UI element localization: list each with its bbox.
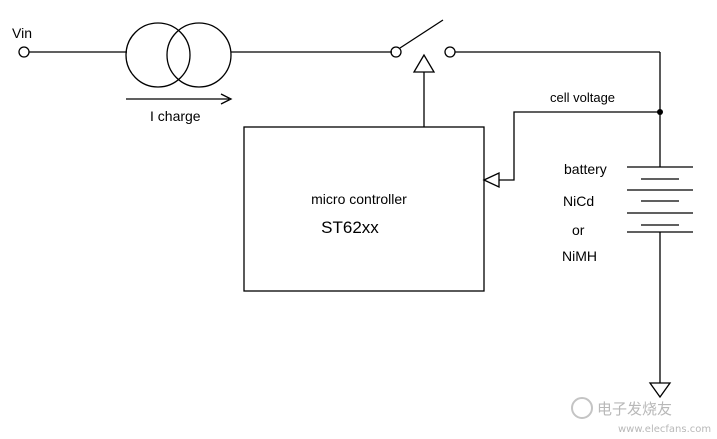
ground-symbol <box>648 382 672 399</box>
microcontroller-box <box>243 126 485 292</box>
charge-current-arrow <box>126 93 233 105</box>
cell-voltage-sense-line <box>499 111 660 181</box>
watermark-url: www.elecfans.com <box>618 424 711 435</box>
battery-label: battery <box>564 161 607 177</box>
current-source-symbol <box>125 22 232 88</box>
mcu-label-line1: micro controller <box>311 191 407 207</box>
switch-symbol <box>390 19 456 58</box>
battery-symbol <box>627 166 693 233</box>
i-charge-label: I charge <box>150 108 201 124</box>
mcu-label-line2: ST62xx <box>321 218 379 237</box>
sense-input-arrow <box>482 171 500 189</box>
cell-voltage-label: cell voltage <box>550 90 615 105</box>
switch-control-arrow <box>412 53 436 73</box>
watermark-text: 电子发烧友 <box>597 400 672 418</box>
nimh-label: NiMH <box>562 248 597 264</box>
or-label: or <box>572 222 585 238</box>
watermark-logo-icon <box>571 397 593 419</box>
nicd-label: NiCd <box>563 193 594 209</box>
vin-terminal <box>18 46 30 58</box>
vin-label: Vin <box>12 25 32 41</box>
watermark: 电子发烧友 www.elecfans.com <box>571 397 711 435</box>
